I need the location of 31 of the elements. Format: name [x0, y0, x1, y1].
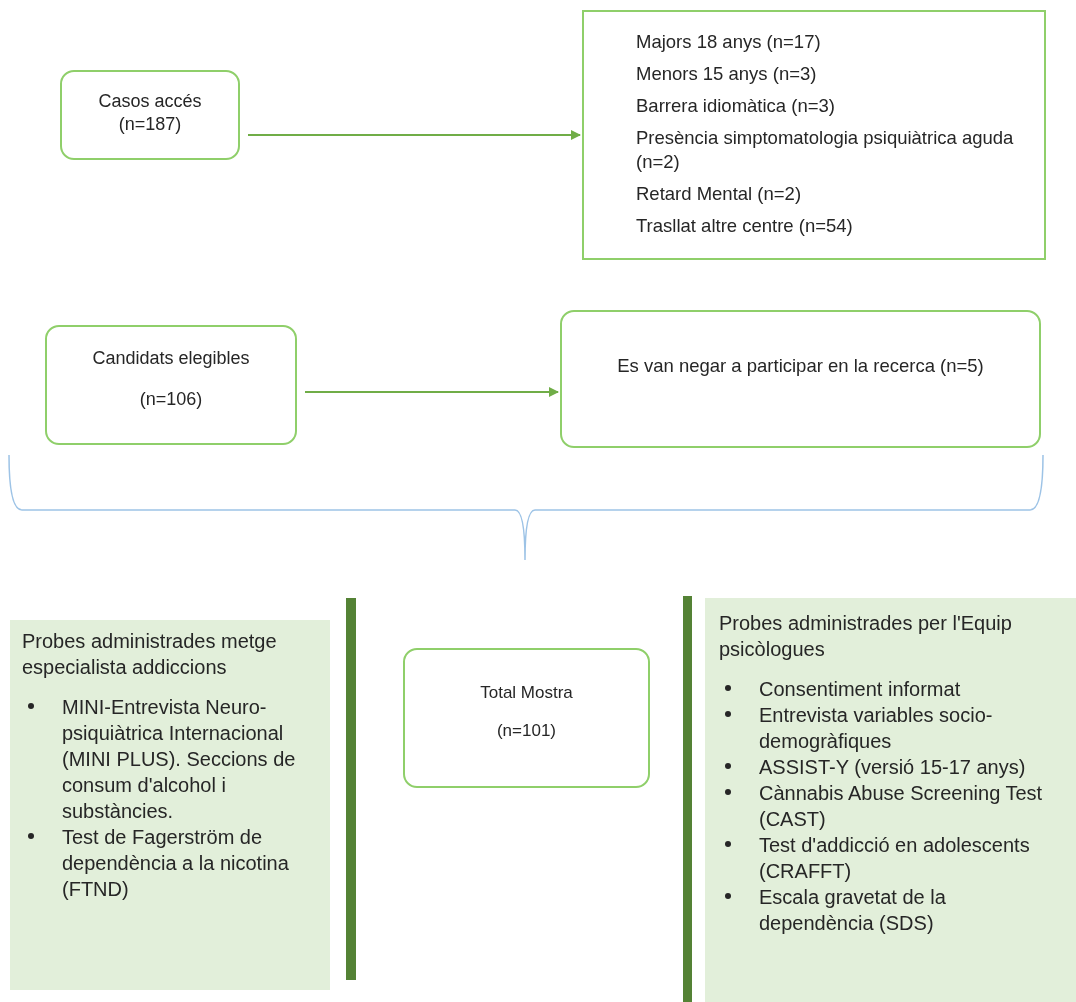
- bullet-item: Cànnabis Abuse Screening Test (CAST): [719, 780, 1062, 832]
- exclusion-item: Majors 18 anys (n=17): [636, 30, 822, 54]
- bullet-item: Test de Fagerström de dependència a la nicotina (FTND): [22, 824, 318, 902]
- rounded-box: [60, 70, 240, 160]
- box-text: (n=101): [495, 720, 558, 743]
- bullet-item: Test d'addicció en adolescents (CRAFFT): [719, 832, 1062, 884]
- box-text: (n=106): [138, 388, 204, 412]
- arrow: [247, 130, 581, 140]
- exclusion-item: Trasllat altre centre (n=54): [636, 214, 854, 239]
- exclusion-item: Retard Mental (n=2): [636, 182, 803, 207]
- rounded-box: [560, 310, 1041, 448]
- panel-heading: Probes administrades metge especialista addiccions: [22, 629, 278, 680]
- rounded-box: [45, 325, 297, 445]
- arrow: [304, 387, 559, 397]
- exclusion-item: Menors 15 anys (n=3): [636, 62, 818, 87]
- bullet-item: ASSIST-Y (versió 15-17 anys): [719, 754, 1062, 780]
- box-text: Casos accés (n=187): [97, 90, 203, 137]
- exclusion-item: Presència simptomatologia psiquiàtrica aguda (n=2): [636, 126, 1015, 175]
- bullet-item: MINI-Entrevista Neuro-psiquiàtrica Internacional (MINI PLUS). Seccions de consum d'alcohol i substàncies.: [22, 694, 318, 824]
- box-text: Total Mostra: [479, 682, 574, 704]
- info-panel: [705, 598, 1076, 1002]
- info-panel: [10, 620, 330, 990]
- box-text: Candidats elegibles: [91, 347, 251, 370]
- bullet-item: Entrevista variables socio-demogràfiques: [719, 702, 1062, 754]
- panel-heading: Probes administrades per l'Equip psicòlogues: [719, 611, 1013, 662]
- exclusion-item: Barrera idiomàtica (n=3): [636, 94, 836, 119]
- rounded-box: [403, 648, 650, 788]
- box-text: Es van negar a participar en la recerca (n=5): [616, 354, 985, 378]
- bullet-item: Consentiment informat: [719, 676, 1062, 702]
- bullet-item: Escala gravetat de la dependència (SDS): [719, 884, 1062, 936]
- exclusion-box: [582, 10, 1046, 260]
